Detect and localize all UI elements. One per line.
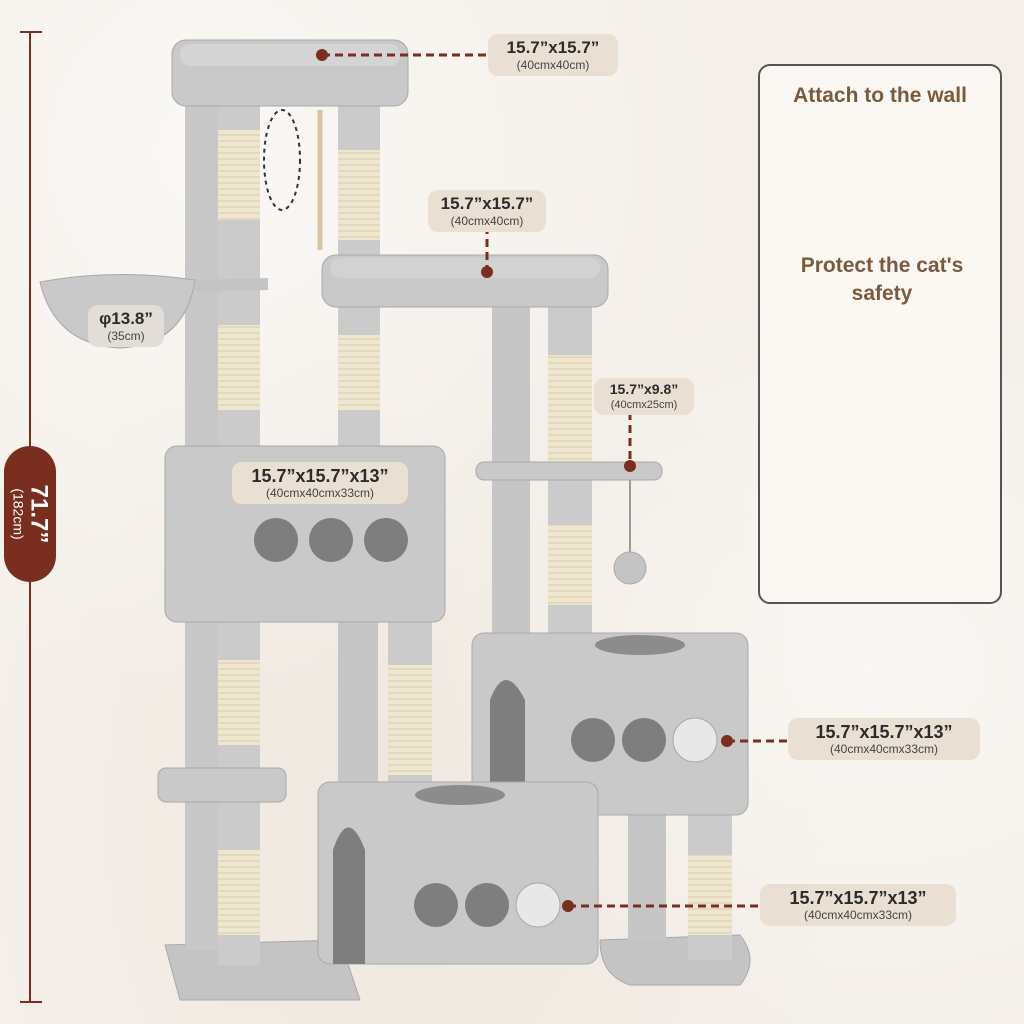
wall-attach-panel: Attach to the wall Protect the cat's saf… — [758, 64, 1002, 604]
label-right-condo: 15.7”x15.7”x13” (40cmx40cmx33cm) — [788, 718, 980, 760]
callout-lines — [322, 53, 788, 908]
label-small-platform: 15.7”x9.8” (40cmx25cm) — [594, 378, 694, 415]
small-platform — [475, 461, 663, 585]
side-platform — [157, 767, 287, 803]
label-middle-perch: 15.7”x15.7” (40cmx40cm) — [428, 190, 546, 232]
panel-title-attach: Attach to the wall — [793, 84, 967, 107]
label-upper-condo: 15.7”x15.7”x13” (40cmx40cmx33cm) — [232, 462, 408, 504]
right-condo — [471, 632, 749, 816]
label-top-perch: 15.7”x15.7” (40cmx40cm) — [488, 34, 618, 76]
label-bottom-condo: 15.7”x15.7”x13” (40cmx40cmx33cm) — [760, 884, 956, 926]
height-badge: 71.7” (182cm) — [4, 446, 56, 582]
height-cm: (182cm) — [10, 488, 26, 540]
panel-title-safety: Protect the cat's safety — [800, 254, 964, 305]
callout-dots — [316, 49, 733, 912]
middle-perch — [321, 254, 609, 308]
bottom-condo — [317, 781, 599, 965]
label-basket: φ13.8” (35cm) — [88, 305, 164, 347]
height-inches: 71.7” — [25, 484, 52, 544]
